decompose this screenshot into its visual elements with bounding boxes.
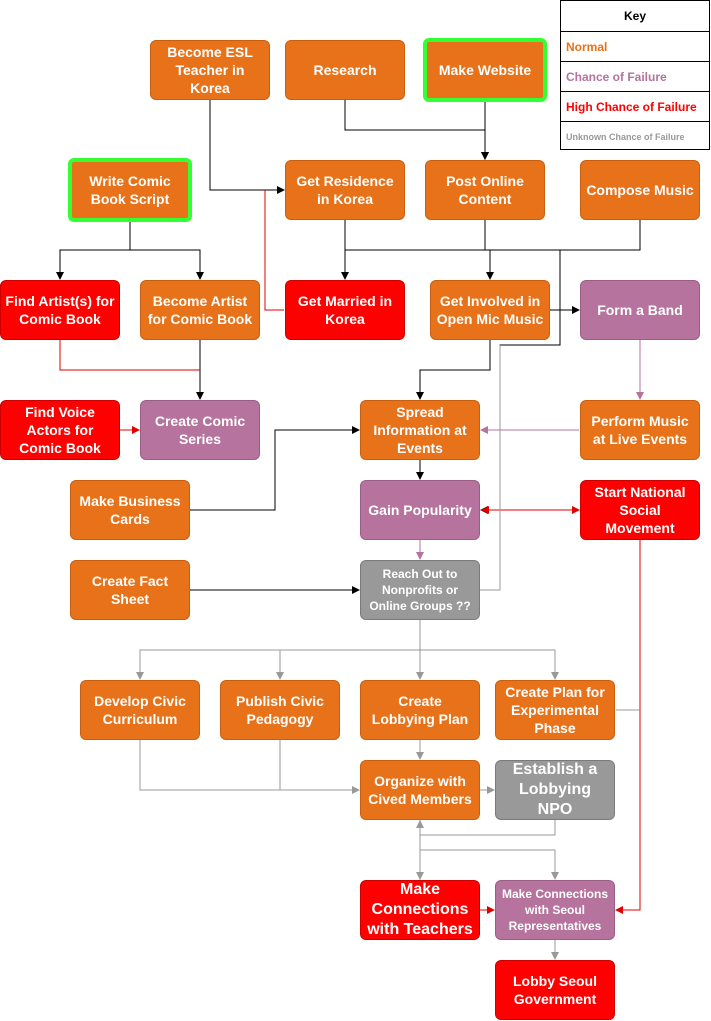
node-seoul-representatives: Make Connections with Seoul Representati… [495,880,615,940]
edge-openmic-spread [416,340,491,400]
node-make-business-cards: Make Business Cards [70,480,190,540]
node-civic-curriculum: Develop Civic Curriculum [80,680,200,740]
node-post-online-content: Post Online Content [425,160,545,220]
node-organize-cived: Organize with Cived Members [360,760,480,820]
node-create-comic-series: Create Comic Series [140,400,260,460]
node-open-mic: Get Involved in Open Mic Music [430,280,550,340]
node-national-movement: Start National Social Movement [580,480,700,540]
legend-key: Key Normal Chance of Failure High Chance… [560,0,710,150]
edge-findartists-comicseries [59,340,200,371]
edge-branch-line [420,820,556,836]
edge-script-becomeartist [130,249,204,280]
node-experimental-phase: Create Plan for Experimental Phase [495,680,615,740]
node-compose-music: Compose Music [580,160,700,220]
node-lobby-seoul: Lobby Seoul Government [495,960,615,1020]
node-get-married: Get Married in Korea [285,280,405,340]
node-write-comic-script: Write Comic Book Script [68,158,192,222]
node-spread-information: Spread Information at Events [360,400,480,460]
edge-national-seoulreps [615,540,641,914]
node-create-fact-sheet: Create Fact Sheet [70,560,190,620]
node-make-website: Make Website [423,38,547,102]
legend-normal: Normal [561,31,709,61]
edge-residence-openmic [345,249,494,280]
legend-unknown-chance: Unknown Chance of Failure [561,121,709,151]
node-gain-popularity: Gain Popularity [360,480,480,540]
node-civic-pedagogy: Publish Civic Pedagogy [220,680,340,740]
node-find-artists: Find Artist(s) for Comic Book [0,280,120,340]
legend-high-chance: High Chance of Failure [561,91,709,121]
node-become-esl-teacher: Become ESL Teacher in Korea [150,40,270,100]
edge-compose-openmic [490,220,641,251]
edge-married-residence [264,190,284,311]
legend-title: Key [623,9,646,23]
legend-chance-of-failure: Chance of Failure [561,61,709,91]
edge-curriculum-organize [139,740,360,794]
node-find-voice-actors: Find Voice Actors for Comic Book [0,400,120,460]
edge-reachout-experimental [420,649,559,680]
node-form-band: Form a Band [580,280,700,340]
node-reach-out-nonprofits: Reach Out to Nonprofits or Online Groups… [360,560,480,620]
node-get-residence: Get Residence in Korea [285,160,405,220]
edge-organize-seoulreps [420,849,559,880]
edge-esl-residence [209,100,285,194]
node-lobbying-plan: Create Lobbying Plan [360,680,480,740]
edge-script-findartists [56,222,131,280]
node-research: Research [285,40,405,100]
node-connect-teachers: Make Connections with Teachers [360,880,480,940]
node-lobbying-npo: Establish a Lobbying NPO [495,760,615,820]
edge-research-postonline [344,100,489,160]
edge-cards-spread [190,426,360,511]
node-become-artist: Become Artist for Comic Book [140,280,260,340]
node-perform-music: Perform Music at Live Events [580,400,700,460]
edge-reachout-openmic [480,345,501,591]
